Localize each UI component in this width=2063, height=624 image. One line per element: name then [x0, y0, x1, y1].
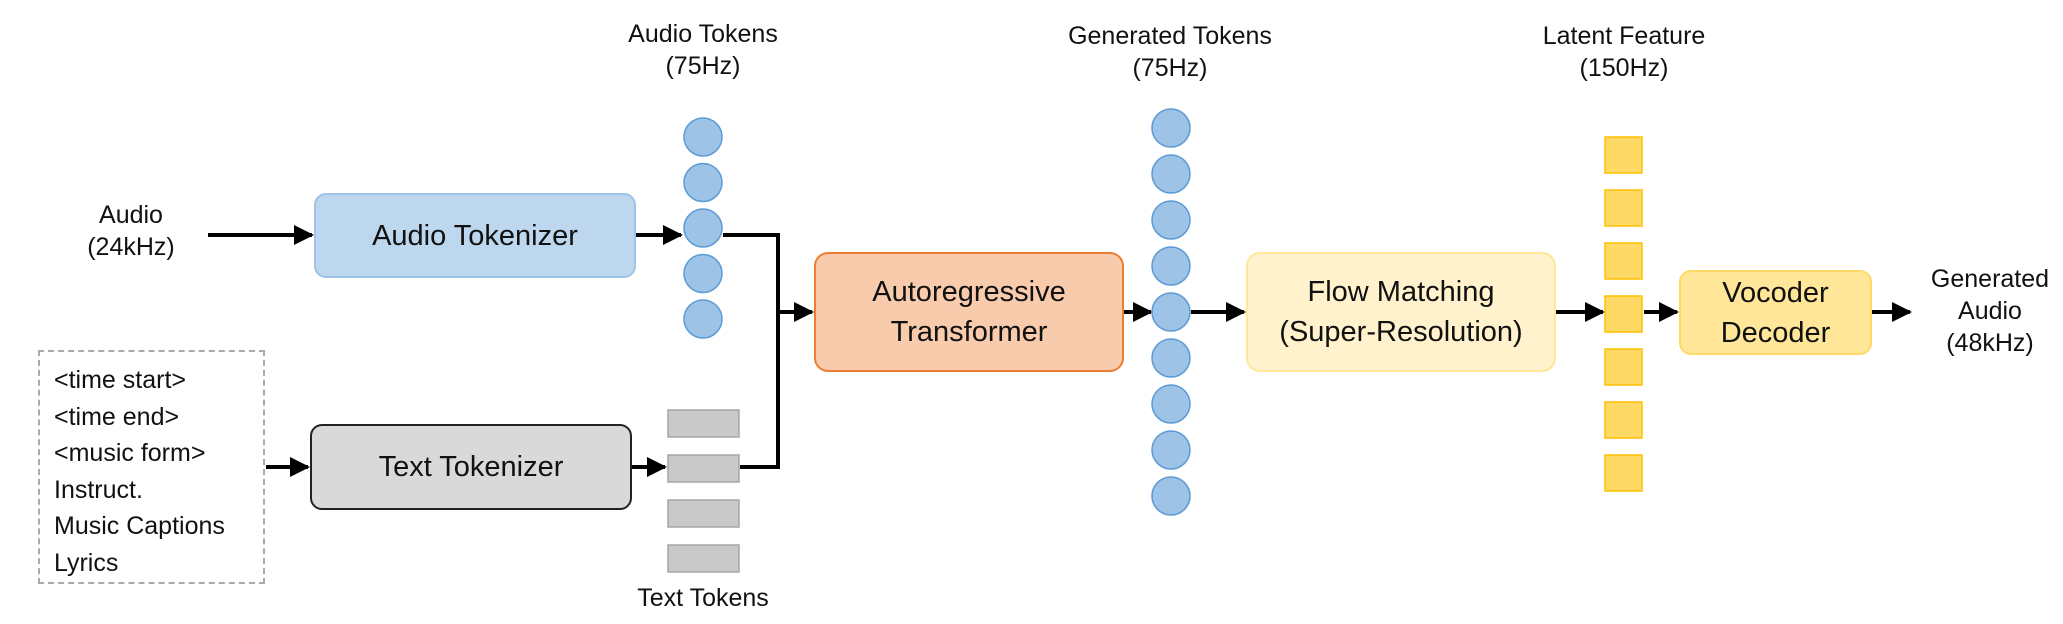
- flow-matching-label-1: Flow Matching: [1307, 276, 1495, 308]
- generated-token: [1151, 200, 1191, 240]
- arrow-audio-tokens-merge: [723, 233, 780, 312]
- condition-time-start: <time start>: [54, 366, 186, 394]
- generated-audio-title-1: Generated: [1930, 265, 2050, 293]
- text-tokens-label: Text Tokens: [603, 582, 803, 614]
- audio-input-title: Audio: [99, 201, 163, 229]
- generated-token: [1151, 154, 1191, 194]
- latent-feature-cell: [1604, 189, 1643, 227]
- ar-transformer-label-2: Transformer: [890, 316, 1048, 348]
- flow-matching-box: Flow Matching (Super-Resolution): [1246, 252, 1556, 372]
- audio-tokens-title: Audio Tokens: [628, 20, 778, 48]
- generated-token: [1151, 246, 1191, 286]
- text-tokens-column: [667, 409, 740, 573]
- audio-tokens-rate: (75Hz): [665, 52, 741, 80]
- text-tokenizer-label: Text Tokenizer: [378, 451, 564, 483]
- latent-feature-column: [1604, 136, 1643, 492]
- condition-music-form: <music form>: [54, 439, 206, 467]
- generated-tokens-label: Generated Tokens (75Hz): [1040, 20, 1300, 84]
- latent-feature-cell: [1604, 242, 1643, 280]
- text-token: [667, 499, 740, 528]
- condition-instruct: Instruct.: [54, 475, 143, 504]
- text-token: [667, 409, 740, 438]
- generated-token: [1151, 430, 1191, 470]
- audio-token: [683, 208, 723, 248]
- generated-token: [1151, 108, 1191, 148]
- latent-feature-cell: [1604, 401, 1643, 439]
- latent-feature-cell: [1604, 295, 1643, 333]
- ar-transformer-label-1: Autoregressive: [872, 276, 1066, 308]
- vocoder-decoder-box: Vocoder Decoder: [1679, 270, 1872, 355]
- flow-matching-label-2: (Super-Resolution): [1279, 316, 1523, 348]
- latent-feature-label: Latent Feature (150Hz): [1514, 20, 1734, 84]
- generated-audio-title-2: Audio: [1958, 297, 2022, 325]
- audio-token: [683, 162, 723, 203]
- generated-audio-rate: (48kHz): [1946, 329, 2034, 357]
- latent-feature-rate: (150Hz): [1579, 54, 1669, 82]
- latent-feature-cell: [1604, 136, 1643, 174]
- generated-tokens-title: Generated Tokens: [1068, 22, 1272, 50]
- audio-input-rate: (24kHz): [87, 233, 175, 261]
- generated-audio-label: Generated Audio (48kHz): [1918, 263, 2062, 359]
- audio-input-label: Audio (24kHz): [73, 199, 189, 263]
- condition-music-captions: Music Captions: [54, 512, 225, 540]
- arrow-text-tokens-merge: [740, 312, 780, 469]
- audio-token: [683, 253, 723, 294]
- autoregressive-transformer-box: Autoregressive Transformer: [814, 252, 1124, 372]
- text-tokens-title: Text Tokens: [637, 584, 769, 612]
- audio-tokenizer-label: Audio Tokenizer: [372, 219, 578, 252]
- generated-tokens-rate: (75Hz): [1132, 54, 1208, 82]
- audio-token: [683, 299, 723, 339]
- vocoder-label-1: Vocoder: [1722, 276, 1829, 309]
- generated-token: [1151, 384, 1191, 424]
- text-token: [667, 454, 740, 483]
- audio-token: [683, 117, 723, 157]
- generated-token: [1151, 292, 1191, 332]
- text-tokenizer-box: Text Tokenizer: [310, 424, 632, 510]
- audio-tokens-label: Audio Tokens (75Hz): [603, 18, 803, 82]
- generated-token: [1151, 476, 1191, 516]
- text-token: [667, 544, 740, 573]
- conditions-box: <time start> <time end> <music form> Ins…: [38, 350, 265, 584]
- generated-tokens-column: [1151, 108, 1191, 516]
- latent-feature-title: Latent Feature: [1542, 22, 1706, 50]
- audio-tokenizer-box: Audio Tokenizer: [314, 193, 636, 278]
- latent-feature-cell: [1604, 348, 1643, 386]
- generated-token: [1151, 338, 1191, 378]
- condition-time-end: <time end>: [54, 402, 180, 431]
- condition-lyrics: Lyrics: [54, 548, 119, 577]
- latent-feature-cell: [1604, 454, 1643, 492]
- audio-tokens-column: [683, 117, 723, 339]
- vocoder-label-2: Decoder: [1720, 316, 1831, 349]
